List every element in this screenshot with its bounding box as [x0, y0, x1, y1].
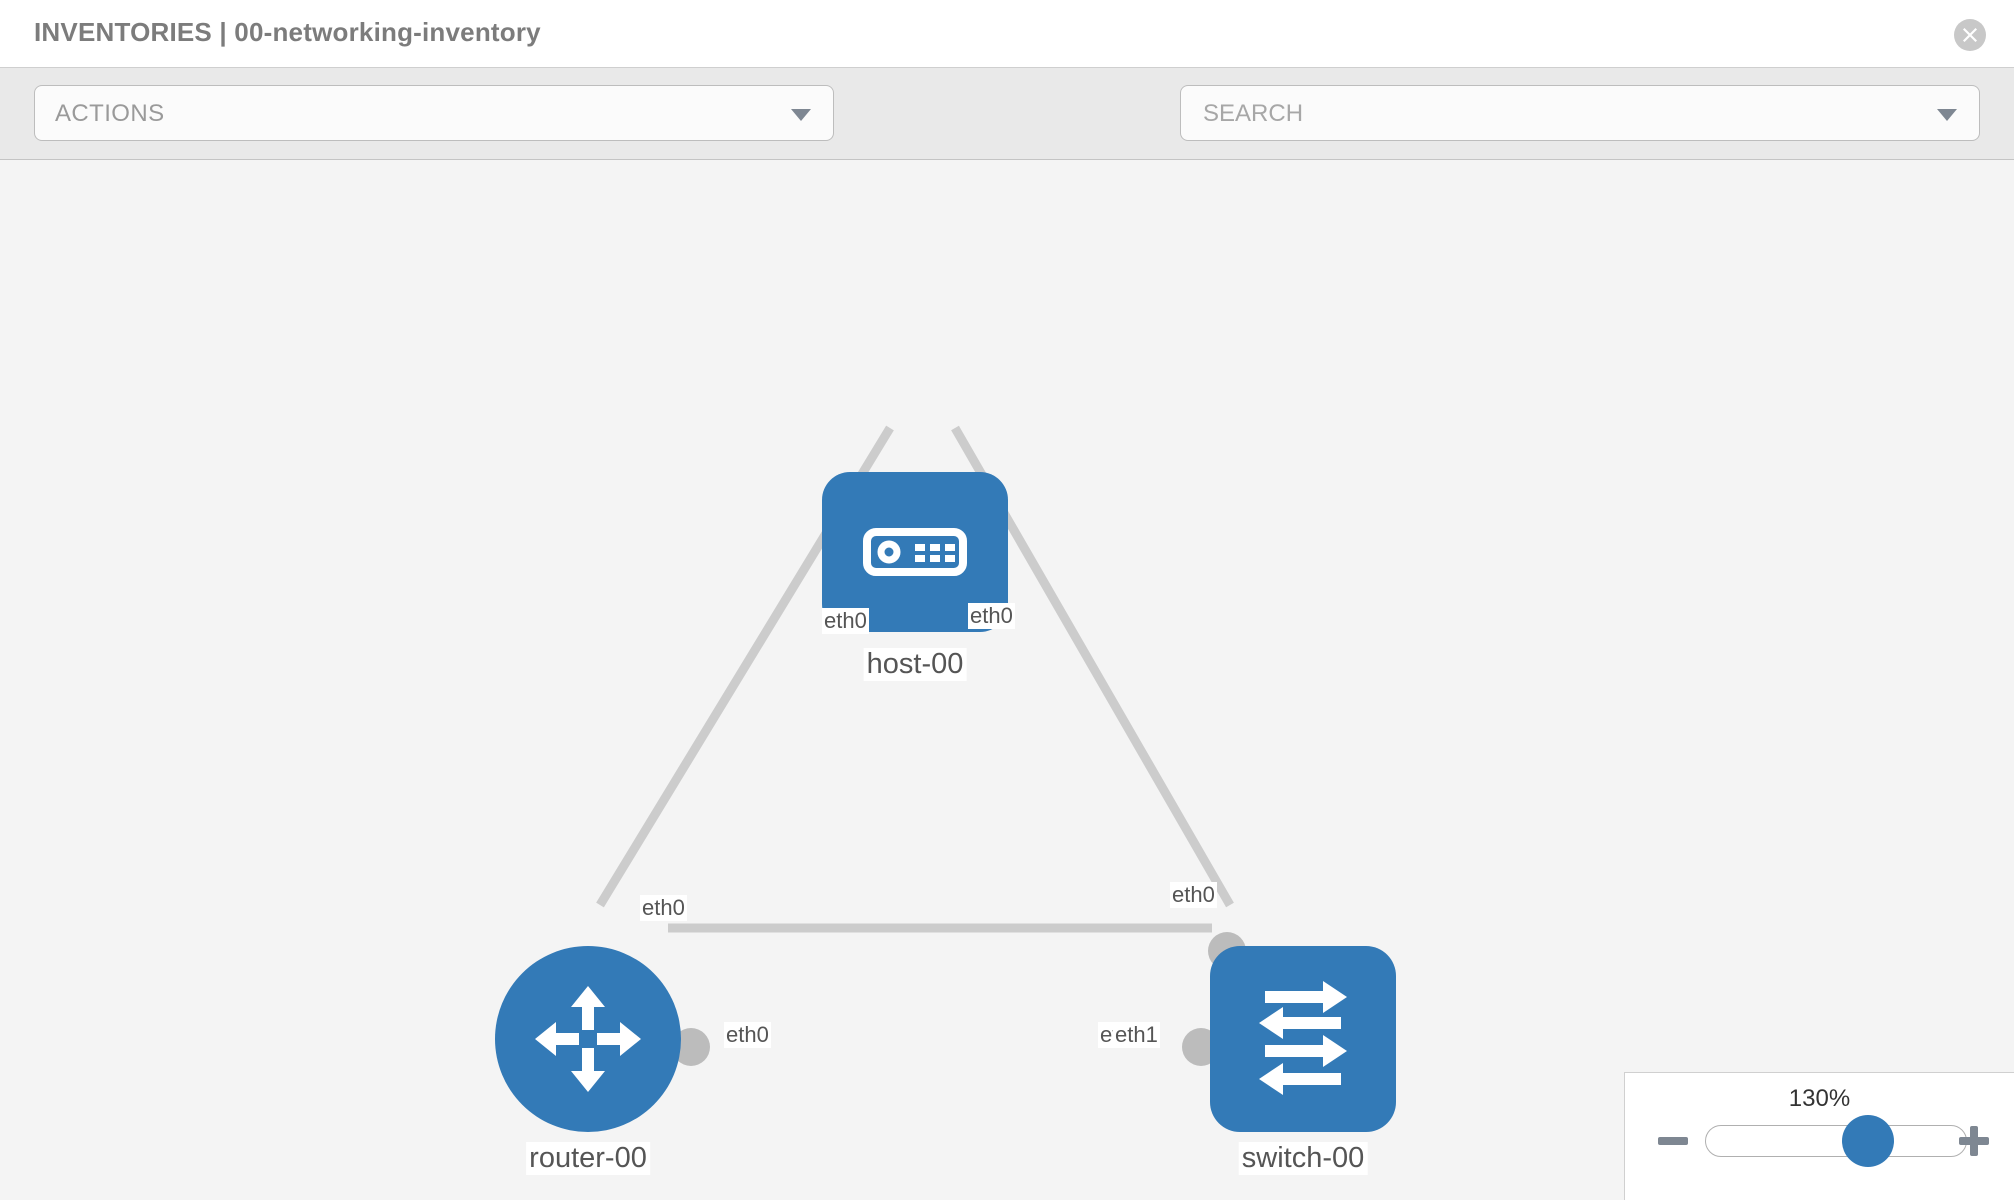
zoom-control-panel: 130% — [1624, 1072, 2014, 1200]
node-label-switch-00: switch-00 — [1238, 1142, 1368, 1175]
edge-label-router-up: eth0 — [640, 895, 687, 921]
edge-label-host-left: eth0 — [822, 608, 869, 634]
zoom-slider-track[interactable] — [1705, 1125, 1967, 1157]
edge-label-switch-left: eth1 — [1113, 1022, 1160, 1048]
page-header: INVENTORIES | 00-networking-inventory — [0, 0, 2014, 68]
zoom-level-label: 130% — [1788, 1085, 1851, 1112]
topology-node-router-00[interactable]: router-00 — [495, 946, 681, 1175]
chevron-down-icon[interactable] — [1937, 109, 1957, 121]
node-label-host-00: host-00 — [863, 648, 967, 681]
chevron-down-icon — [791, 109, 811, 121]
zoom-in-button[interactable] — [1954, 1121, 1994, 1161]
search-field[interactable] — [1180, 85, 1980, 142]
actions-dropdown-label: ACTIONS — [55, 100, 165, 127]
server-icon — [863, 528, 967, 576]
edge-label-host-right: eth0 — [968, 603, 1015, 629]
close-icon[interactable] — [1954, 19, 1986, 51]
topology-edges — [596, 425, 1234, 933]
topology-graph: host-00 eth0 eth0 — [0, 160, 2014, 1200]
search-input[interactable] — [1201, 86, 1905, 142]
edge-label-switch-up: eth0 — [1170, 882, 1217, 908]
toolbar: ACTIONS — [0, 68, 2014, 195]
actions-dropdown[interactable]: ACTIONS — [34, 85, 834, 141]
router-arrows-icon — [535, 986, 641, 1092]
zoom-out-button[interactable] — [1653, 1121, 1693, 1161]
topology-node-switch-00[interactable]: switch-00 — [1210, 946, 1396, 1175]
node-label-router-00: router-00 — [526, 1142, 650, 1175]
router-node-shape — [495, 946, 681, 1132]
zoom-slider-thumb[interactable] — [1841, 1115, 1894, 1167]
edge-label-router-right: eth0 — [724, 1022, 771, 1048]
switch-node-shape — [1210, 946, 1396, 1132]
topology-node-host-00[interactable]: host-00 — [822, 472, 1008, 681]
topology-canvas[interactable]: host-00 eth0 eth0 — [0, 160, 2014, 1200]
page-title: INVENTORIES | 00-networking-inventory — [34, 17, 541, 47]
switch-arrows-icon — [1259, 981, 1347, 1095]
